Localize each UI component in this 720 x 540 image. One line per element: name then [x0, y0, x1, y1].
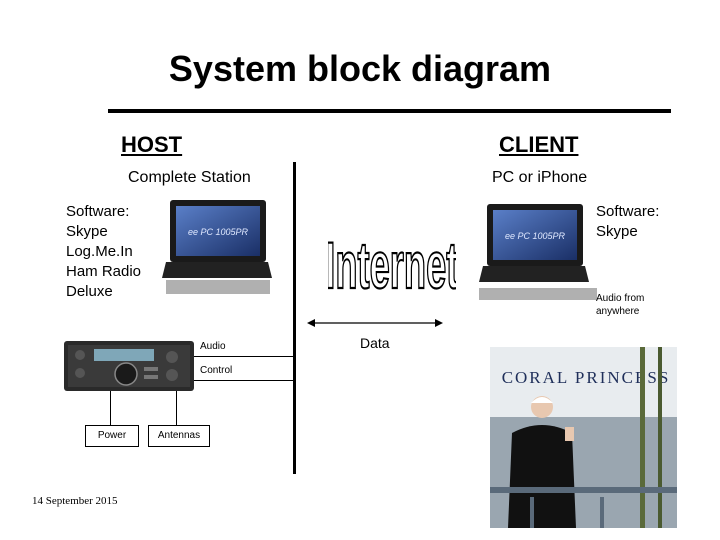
client-audio-note-line: anywhere [596, 306, 640, 317]
client-software-line: Skype [596, 223, 638, 240]
client-label: CLIENT [499, 132, 579, 157]
power-box: Power [85, 425, 139, 447]
audio-line [194, 356, 293, 357]
audio-label: Audio [200, 341, 226, 352]
client-sublabel: PC or iPhone [492, 169, 588, 186]
host-sublabel: Complete Station [128, 169, 251, 186]
cruise-photo: CORAL PRINCESS [490, 347, 677, 528]
title-underline [108, 109, 671, 113]
client-software-list: Software: Skype [596, 202, 659, 242]
host-software-line: Skype [66, 223, 108, 240]
host-client-divider [293, 162, 296, 474]
host-software-line: Software: [66, 203, 130, 220]
internet-word: Internet [328, 230, 456, 302]
antennas-box: Antennas [148, 425, 210, 447]
client-audio-note-line: Audio from [596, 293, 645, 304]
client-software-line: Software: [596, 203, 660, 220]
control-line [194, 380, 293, 381]
data-arrow-icon [307, 315, 443, 331]
radio-transceiver-image [64, 341, 194, 391]
host-software-line: Log.Me.In [66, 243, 133, 260]
host-software-line: Ham Radio [66, 263, 142, 280]
host-software-line: Deluxe [66, 283, 113, 300]
internet-wordart: Internet [324, 226, 459, 304]
host-label: HOST [121, 132, 183, 157]
ship-name: CORAL PRINCESS [502, 368, 671, 387]
client-laptop-image: ee PC 1005PR [479, 204, 597, 300]
power-line [110, 391, 111, 425]
host-software-list: Software: Skype Log.Me.In Ham Radio Delu… [66, 202, 141, 302]
data-label: Data [360, 335, 390, 351]
host-laptop-brand: ee PC 1005PR [188, 227, 249, 237]
control-label: Control [200, 365, 233, 376]
antennas-line [176, 391, 177, 425]
footer-date: 14 September 2015 [32, 495, 118, 507]
page-title: System block diagram [168, 48, 552, 89]
client-audio-note: Audio from anywhere [596, 292, 644, 318]
client-laptop-brand: ee PC 1005PR [505, 231, 566, 241]
host-laptop-image: ee PC 1005PR [162, 200, 272, 296]
